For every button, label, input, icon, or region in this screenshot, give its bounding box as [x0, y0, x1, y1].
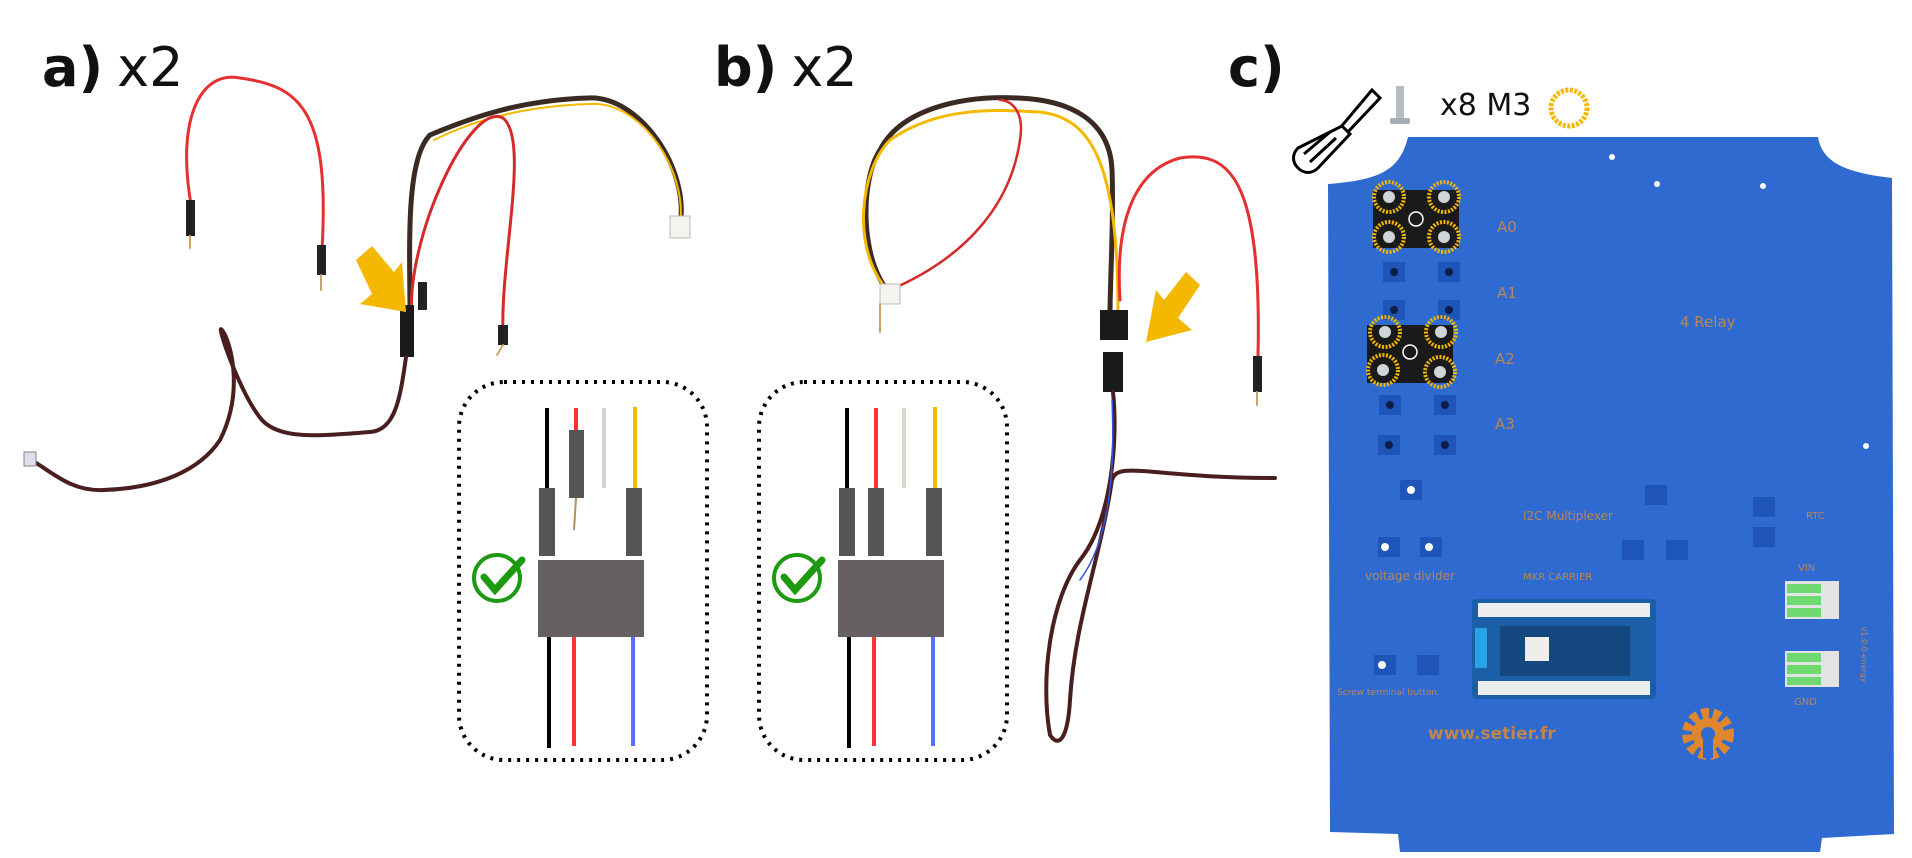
- open-hardware-gear-logo: [1682, 708, 1734, 760]
- hardware-label: x8 M3: [1440, 88, 1532, 123]
- panel-count: x2: [791, 36, 858, 99]
- board-label-a0: A0: [1497, 218, 1517, 236]
- red-jumper-wire: [185, 75, 325, 252]
- panel-letter: b): [714, 36, 778, 99]
- female-housing: [626, 488, 642, 556]
- junction-housing: [1103, 352, 1123, 392]
- panel-a-cables: [23, 75, 691, 493]
- grove-connector: [879, 283, 901, 305]
- wago-terminal-vin: [1785, 581, 1839, 619]
- female-housing: [539, 488, 555, 556]
- sensor-module-a2: [1366, 315, 1458, 389]
- board-label-website: www.setier.fr: [1428, 724, 1556, 744]
- grove-cable: [407, 95, 684, 318]
- jumper-housing: [498, 325, 508, 345]
- sensor-module-a0: [1372, 180, 1461, 254]
- board-label-gnd: GND: [1794, 697, 1817, 708]
- junction-housing: [1100, 310, 1128, 340]
- board-label-mkr: MKR CARRIER: [1523, 572, 1593, 583]
- board-label-vin: VIN: [1798, 563, 1816, 574]
- board-label-a2: A2: [1495, 350, 1515, 368]
- female-housing: [839, 488, 855, 556]
- board-label-a1: A1: [1497, 284, 1517, 302]
- panel-count: x2: [117, 36, 184, 99]
- board-label-screw-terminal: Screw terminal button: [1337, 688, 1438, 698]
- female-housing: [868, 488, 884, 556]
- check-icon: [772, 553, 826, 603]
- connection-detail-a: [457, 380, 709, 762]
- board-label-i2c: I2C Multiplexer: [1523, 509, 1613, 523]
- panel-letter: c): [1228, 36, 1285, 99]
- mounting-board: [1328, 137, 1894, 852]
- mkr-carrier-board: [1472, 599, 1656, 699]
- panel-b-label: b)x2: [714, 36, 858, 99]
- wago-terminal-gnd: [1785, 651, 1839, 687]
- connection-detail-b: [757, 380, 1009, 762]
- arrow-icon: [356, 246, 406, 312]
- check-icon: [472, 553, 526, 603]
- board-label-voltage-divider: voltage divider: [1365, 569, 1455, 583]
- screwdriver-icon: [1292, 87, 1383, 174]
- jumper-housing: [317, 245, 326, 275]
- board-label-version: v1.0.0-energy: [1859, 626, 1869, 683]
- board-label-a3: A3: [1495, 415, 1515, 433]
- grove-connector: [669, 215, 691, 239]
- washer-ring-icon: [1548, 87, 1590, 129]
- junction-housing: [400, 305, 414, 357]
- sensor-cable: [1044, 390, 1277, 743]
- board-label-rtc: RTC: [1806, 511, 1825, 522]
- jumper-housing: [186, 200, 195, 236]
- connector-block: [538, 560, 644, 637]
- arrow-icon: [1146, 272, 1200, 342]
- female-housing: [926, 488, 942, 556]
- male-pin-housing: [569, 430, 584, 498]
- red-jumper-wire: [1117, 155, 1260, 358]
- sensor-cable: [29, 327, 408, 493]
- panel-letter: a): [42, 36, 104, 99]
- jumper-housing: [1253, 356, 1262, 392]
- connector-block: [838, 560, 944, 637]
- board-label-relay: 4 Relay: [1680, 313, 1736, 331]
- grove-connector: [23, 451, 37, 467]
- screw-icon: [1390, 86, 1410, 124]
- panel-b-cables: [862, 95, 1277, 743]
- red-wire: [409, 114, 516, 337]
- panel-a-label: a)x2: [42, 36, 183, 99]
- panel-c-label: c): [1228, 36, 1285, 99]
